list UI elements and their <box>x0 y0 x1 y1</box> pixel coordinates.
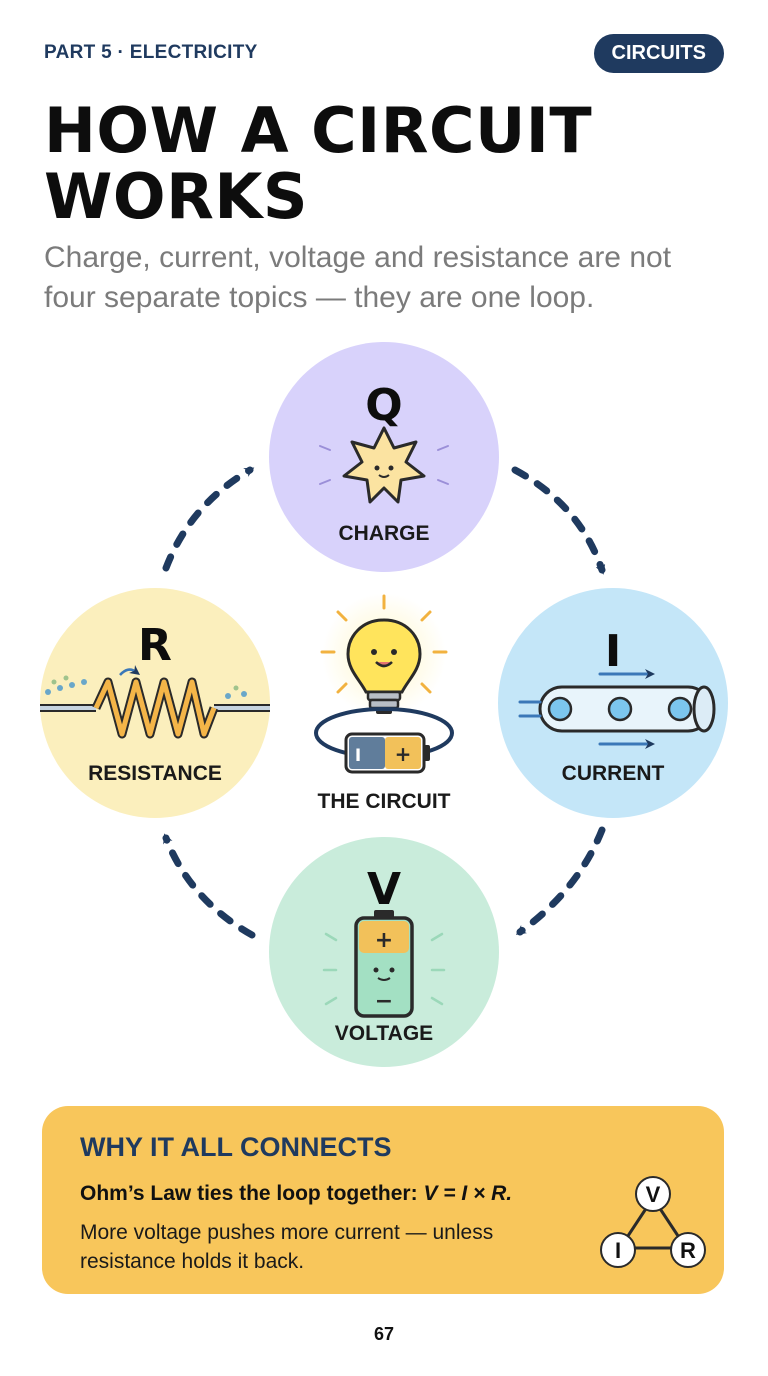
battery-icon: + − <box>322 910 446 1018</box>
current-label: CURRENT <box>562 762 665 785</box>
center-battery-plus: + <box>395 742 412 766</box>
card-body: More voltage pushes more current — unles… <box>80 1218 600 1276</box>
loop-arrows <box>162 466 606 939</box>
card-title: WHY IT ALL CONNECTS <box>80 1132 392 1162</box>
lightbulb-icon <box>346 618 422 714</box>
triangle-r: R <box>680 1238 696 1263</box>
center-battery-icon: I + <box>344 732 430 774</box>
subtitle-line-2: four separate topics — they are one loop… <box>44 281 595 314</box>
charge-label: CHARGE <box>338 522 429 545</box>
resistance-label: RESISTANCE <box>88 762 222 785</box>
light-rays-icon <box>320 594 448 694</box>
center-label: THE CIRCUIT <box>318 790 451 813</box>
triangle-i: I <box>615 1238 621 1263</box>
page-subtitle: Charge, current, voltage and resistance … <box>44 238 734 318</box>
triangle-v: V <box>646 1182 661 1207</box>
voltage-label: VOLTAGE <box>335 1022 433 1045</box>
arrow-voltage-to-resistance <box>162 833 256 939</box>
page-number: 67 <box>373 1324 395 1344</box>
node-current[interactable]: I CURRENT <box>498 588 728 818</box>
card-body-line-1: More voltage pushes more current — unles… <box>80 1221 494 1244</box>
subtitle-line-1: Charge, current, voltage and resistance … <box>44 241 672 274</box>
circuit-loop-diagram: Q CHARGE I CURREN <box>40 342 728 1067</box>
title-line-1: HOW A CIRCUIT <box>44 94 593 167</box>
center-circuit: I + THE CIRCUIT <box>314 593 454 813</box>
node-resistance[interactable]: R RESISTANCE <box>40 588 270 818</box>
charge-symbol: Q <box>365 380 402 431</box>
star-icon <box>319 426 449 504</box>
topic-tag[interactable]: CIRCUITS <box>593 34 724 73</box>
arrow-resistance-to-charge <box>162 466 255 572</box>
voltage-symbol: V <box>367 864 401 915</box>
arrow-current-to-voltage <box>515 826 606 936</box>
section-label: PART 5 · ELECTRICITY <box>44 42 258 63</box>
ohms-law-card: WHY IT ALL CONNECTS Ohm’s Law ties the l… <box>42 1106 724 1294</box>
resistor-icon <box>40 665 270 739</box>
ohms-law-equation: V = I × R. <box>423 1182 513 1205</box>
arrow-charge-to-current <box>511 466 606 575</box>
node-voltage[interactable]: V + − VOLTAGE <box>269 837 499 1067</box>
resistance-symbol: R <box>138 620 172 671</box>
wire-electrons-icon <box>518 669 716 749</box>
title-line-2: WORKS <box>44 160 309 233</box>
battery-plus-sign: + <box>375 928 393 953</box>
page-title: HOW A CIRCUIT WORKS <box>44 98 734 230</box>
card-lead-text: Ohm’s Law ties the loop together: <box>80 1182 418 1205</box>
vir-triangle-icon: V I R <box>600 1176 706 1268</box>
card-body-line-2: resistance holds it back. <box>80 1250 305 1273</box>
top-row: PART 5 · ELECTRICITY CIRCUITS <box>44 34 724 74</box>
battery-minus-sign: − <box>375 989 393 1014</box>
card-lead: Ohm’s Law ties the loop together: V = I … <box>80 1182 512 1206</box>
current-symbol: I <box>605 626 621 677</box>
node-charge[interactable]: Q CHARGE <box>269 342 499 572</box>
center-battery-minus: I <box>355 746 361 766</box>
